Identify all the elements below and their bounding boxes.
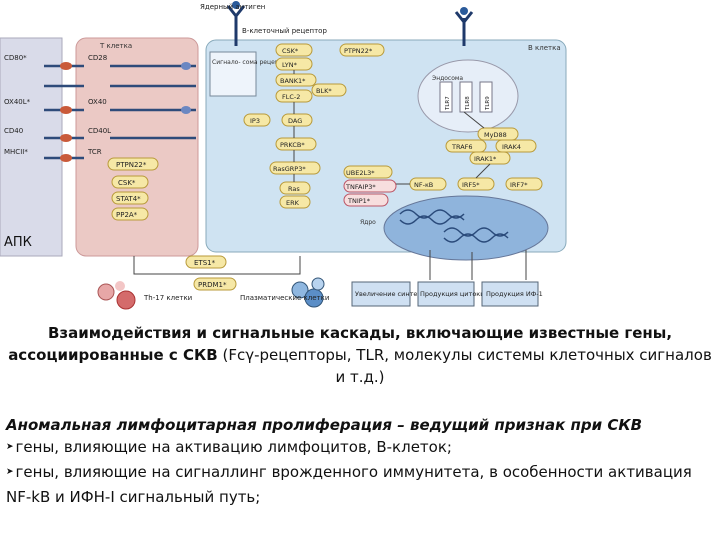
plasma-label: Плазматические клетки bbox=[240, 294, 329, 302]
apc-receptor: OX40L* bbox=[4, 98, 31, 106]
caption-normal: (Fcγ-рецепторы, TLR, молекулы системы кл… bbox=[217, 346, 712, 386]
tcell-nodes: PTPN22* CSK* STAT4* PP2A* bbox=[107, 157, 159, 221]
bullet-text: гены, влияющие на активацию лимфоцитов, … bbox=[15, 438, 452, 456]
node-irak4: IRAK4 bbox=[502, 143, 521, 151]
tcell-receptor: OX40 bbox=[88, 98, 107, 106]
nucleus-label: Ядро bbox=[360, 219, 376, 226]
signalosome-label: Сигнало- сома рецептора bbox=[212, 59, 294, 66]
apc-receptor: MHCII* bbox=[4, 148, 28, 156]
diagram-caption: Взаимодействия и сигнальные каскады, вкл… bbox=[6, 322, 714, 388]
node-lyn: LYN* bbox=[282, 61, 298, 69]
signalosome-box bbox=[209, 51, 257, 97]
node-tnfaip3: TNFAIP3* bbox=[345, 183, 376, 191]
node-csk: CSK* bbox=[118, 179, 136, 187]
section-heading: Аномальная лимфоцитарная пролиферация – … bbox=[6, 416, 643, 434]
bcell-nodes: CSK* PTPN22* LYN* BANK1* BLK* FLC-2 IP3 … bbox=[243, 43, 543, 209]
node-flc2: FLC-2 bbox=[282, 93, 300, 101]
node-stat4: STAT4* bbox=[116, 195, 141, 203]
node-myd88: MyD88 bbox=[484, 131, 507, 139]
dna-strands bbox=[399, 209, 509, 243]
signaling-diagram: Ядерный антиген В-клеточный рецептор Т к… bbox=[0, 1, 567, 310]
node-dag: DAG bbox=[288, 117, 302, 125]
caption-bold: Взаимодействия и сигнальные каскады, вкл… bbox=[8, 324, 673, 364]
node-bank1: BANK1* bbox=[280, 77, 306, 85]
node-tlr9: TLR9 bbox=[485, 96, 491, 111]
bullet-marker-icon: ➤ bbox=[6, 467, 14, 477]
node-ube2l3: UBE2L3* bbox=[346, 169, 375, 177]
antigen-dot bbox=[460, 7, 468, 15]
bullet-item: ➤гены, влияющие на сигналлинг врожденног… bbox=[6, 461, 714, 508]
node-rasgrp3: RasGRP3* bbox=[273, 165, 306, 173]
apc-label: АПК bbox=[4, 235, 32, 250]
th17-label: Th-17 клетки bbox=[143, 294, 192, 302]
node-irf5: IRF5* bbox=[462, 181, 480, 189]
node-ras: Ras bbox=[288, 185, 300, 193]
output-1: Увеличение синтеза АТ bbox=[355, 290, 435, 298]
output-2: Продукция цитокинов bbox=[420, 290, 497, 298]
node-pp2a: PP2A* bbox=[116, 211, 138, 219]
node-blk: BLK* bbox=[316, 87, 332, 95]
output-3: Продукция ИФ-1 bbox=[486, 290, 543, 298]
node-traf6: TRAF6 bbox=[451, 143, 473, 151]
apc-receptor: CD80* bbox=[4, 54, 27, 62]
node-irf7: IRF7* bbox=[510, 181, 528, 189]
node-ets1: ETS1* bbox=[194, 259, 216, 267]
node-tlr7: TLR7 bbox=[445, 96, 451, 111]
node-bptpn22: PTPN22* bbox=[344, 47, 373, 55]
tcell-receptor-labels: CD28 OX40 CD40L TCR bbox=[87, 54, 111, 156]
proliferation-section: Аномальная лимфоцитарная пролиферация – … bbox=[6, 414, 714, 508]
tcell-label: Т клетка bbox=[99, 42, 132, 50]
node-prdm1: PRDM1* bbox=[198, 281, 227, 289]
bottom-nodes: ETS1* PRDM1* bbox=[185, 255, 237, 291]
antigen-label: Ядерный антиген bbox=[200, 3, 265, 11]
node-ptpn22: PTPN22* bbox=[116, 161, 147, 169]
bullet-item: ➤гены, влияющие на активацию лимфоцитов,… bbox=[6, 436, 714, 461]
apc-receptor-labels: CD80* OX40L* CD40 MHCII* bbox=[4, 54, 31, 156]
node-bcsk: CSK* bbox=[282, 47, 299, 55]
t-cell bbox=[75, 37, 199, 257]
node-ip3: IP3 bbox=[250, 117, 260, 125]
tcell-receptor: CD40L bbox=[88, 127, 111, 135]
bullet-marker-icon: ➤ bbox=[6, 442, 14, 452]
bcr-label: В-клеточный рецептор bbox=[242, 27, 327, 35]
plasma-cells bbox=[291, 277, 325, 308]
antigen-dot bbox=[232, 1, 240, 9]
node-nfkb: NF-κB bbox=[414, 181, 433, 189]
node-erk: ERK bbox=[286, 199, 300, 207]
bullet-text: гены, влияющие на сигналлинг врожденного… bbox=[6, 463, 692, 506]
tcell-receptor: CD28 bbox=[88, 54, 107, 62]
node-prkcb: PRKCB* bbox=[280, 141, 305, 149]
pathway-arrows bbox=[133, 70, 527, 280]
nucleus bbox=[383, 195, 549, 261]
node-tlr8: TLR8 bbox=[465, 96, 471, 111]
node-tnip1: TNIP1* bbox=[347, 197, 371, 205]
endosome-label: Эндосома bbox=[432, 75, 463, 82]
node-irak1: IRAK1* bbox=[474, 155, 497, 163]
apc-cell bbox=[0, 37, 63, 257]
th17-cells bbox=[97, 281, 136, 310]
output-boxes: Увеличение синтеза АТ Продукция цитокино… bbox=[351, 281, 543, 307]
apc-receptor: CD40 bbox=[4, 127, 23, 135]
receptor-blobs bbox=[60, 62, 191, 162]
bcell-label: В клетка bbox=[528, 44, 561, 52]
tcell-receptor: TCR bbox=[87, 148, 102, 156]
antigen-receptor bbox=[226, 5, 474, 46]
